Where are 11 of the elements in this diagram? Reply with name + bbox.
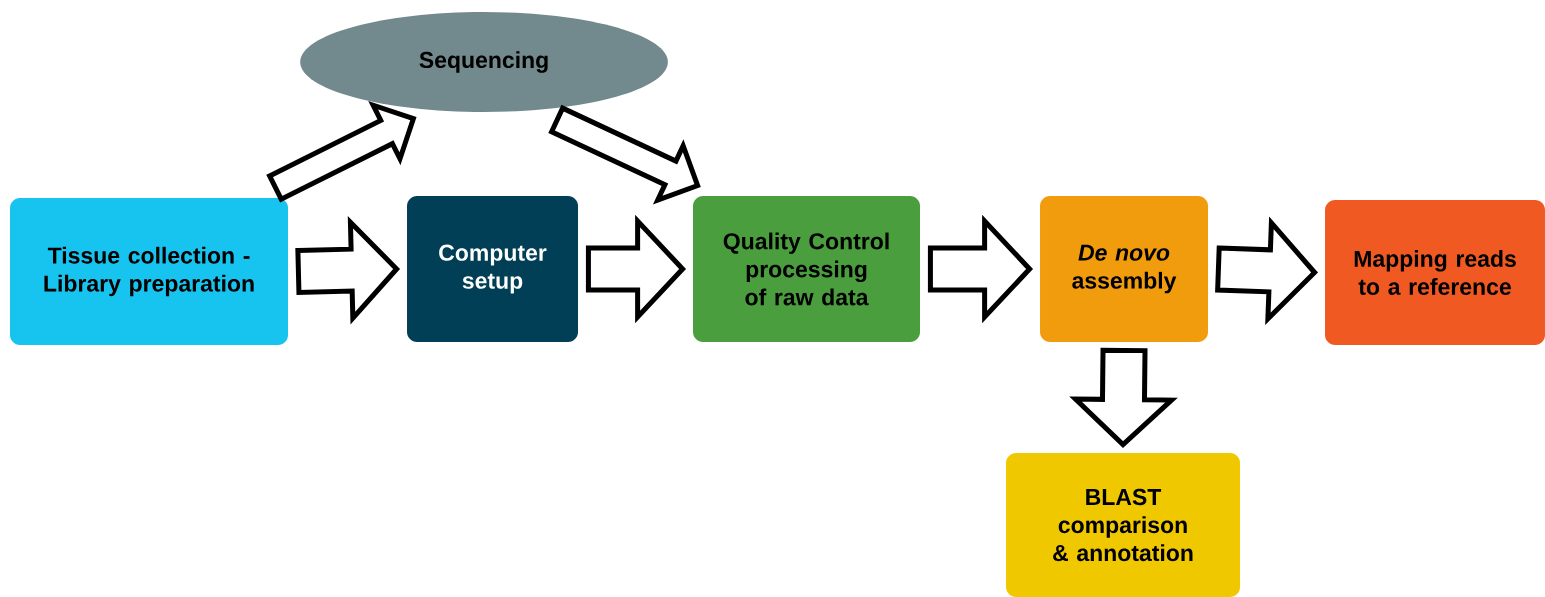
process-box: BLAST comparison & annotation [1006, 453, 1240, 597]
process-box: Mapping reads to a reference [1325, 200, 1545, 345]
process-box: Quality Control processing of raw data [693, 196, 920, 342]
block-arrow [1069, 347, 1178, 448]
process-box: Computer setup [407, 196, 578, 342]
block-arrow [1215, 216, 1319, 326]
block-arrow [295, 215, 401, 325]
block-arrow [585, 214, 687, 324]
process-box: Tissue collection - Library preparation [10, 198, 288, 345]
block-arrow [927, 214, 1034, 324]
process-box: De novo assembly [1040, 196, 1208, 342]
